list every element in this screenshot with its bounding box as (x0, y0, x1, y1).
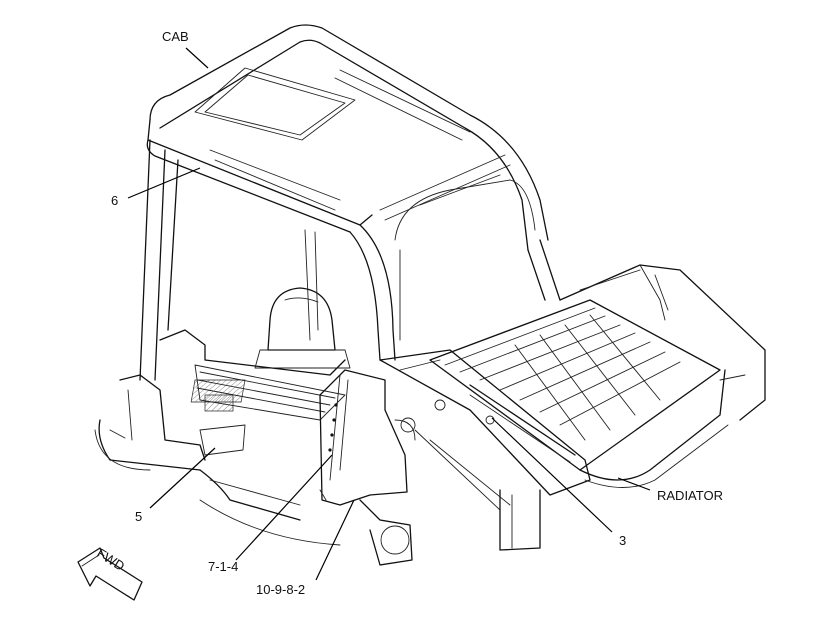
cab-frame (139, 139, 561, 381)
cab-label: CAB (162, 29, 189, 44)
left-frame (98, 374, 301, 521)
callout-7-1-4: 7-1-4 (208, 559, 238, 574)
cab-roof (146, 24, 549, 251)
center-panel (319, 369, 416, 566)
leader-lines (127, 47, 651, 581)
lift-arm (379, 349, 591, 551)
callout-10-9-8-2: 10-9-8-2 (256, 582, 305, 597)
callout-6: 6 (111, 193, 118, 208)
operator-seat (254, 287, 351, 369)
callout-3: 3 (619, 533, 626, 548)
cab-floor (159, 329, 346, 421)
callout-5: 5 (135, 509, 142, 524)
fwd-arrow-icon: FWD (77, 545, 143, 601)
engine-radiator (429, 264, 766, 488)
ground-contours (94, 429, 341, 546)
radiator-label: RADIATOR (657, 488, 723, 503)
